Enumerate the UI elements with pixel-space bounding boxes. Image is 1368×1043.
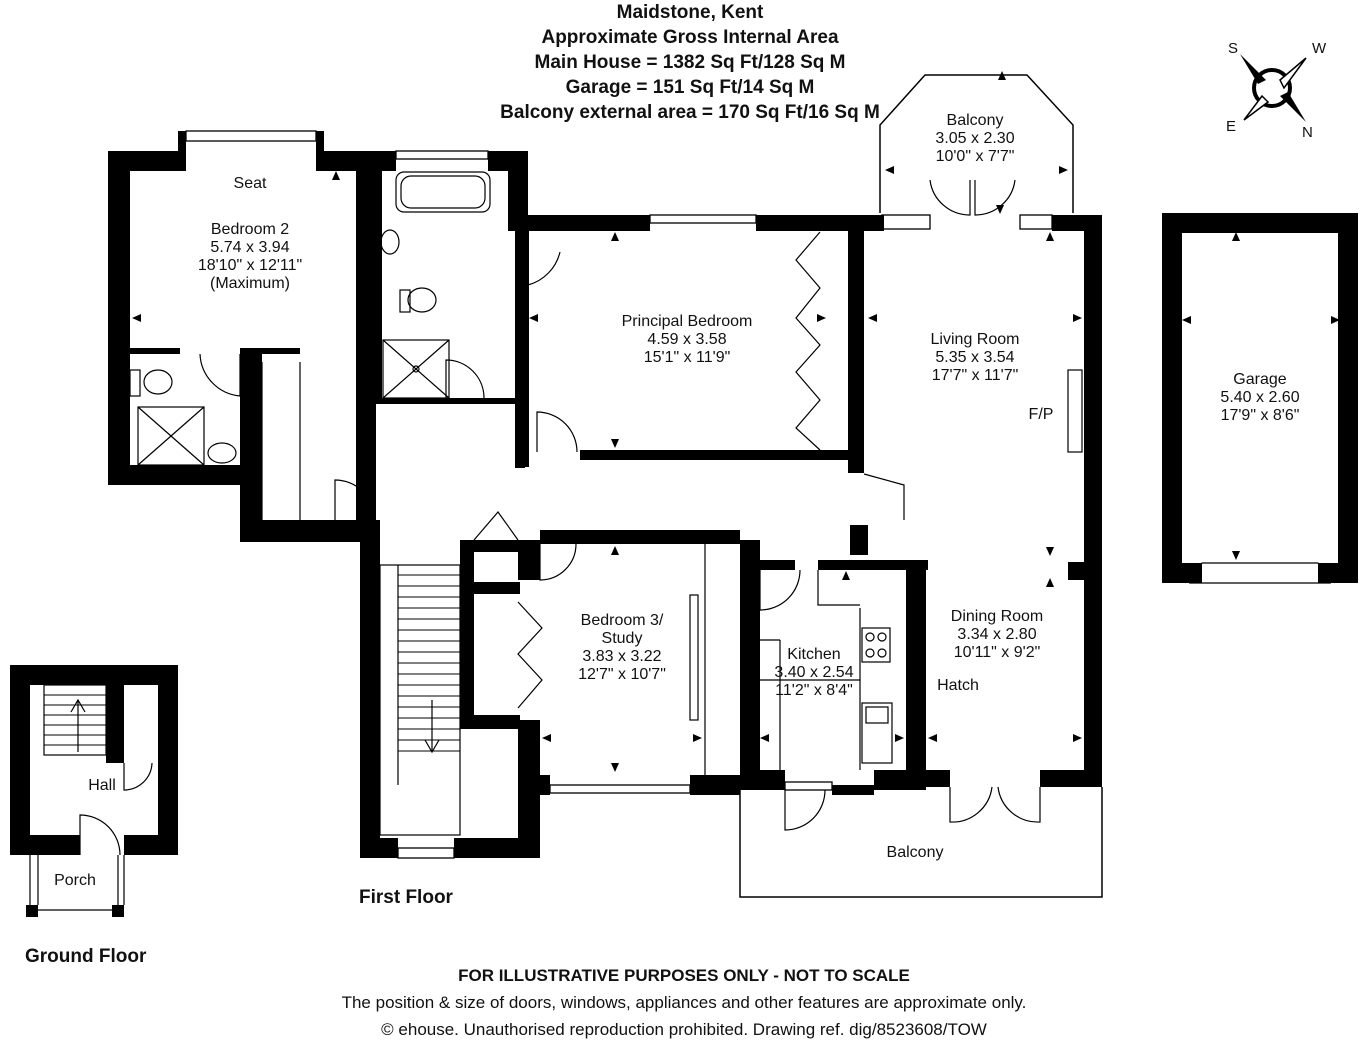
room-name: Bedroom 3/ (580, 612, 664, 629)
compass-w: W (1312, 40, 1327, 57)
room-imperial: 12'7" x 10'7" (578, 666, 666, 683)
room-balcony-top: Balcony 3.05 x 2.30 10'0" x 7'7" (935, 112, 1014, 166)
stair-arrow (424, 700, 440, 754)
stair-treads (398, 574, 460, 752)
room-name: Living Room (930, 331, 1020, 348)
room-bedroom-2: Bedroom 2 5.74 x 3.94 18'10" x 12'11" (M… (198, 221, 302, 293)
ground-floor-structure (10, 665, 178, 917)
compass-s: S (1228, 40, 1239, 57)
balcony-outlines (739, 74, 1103, 898)
room-name: Garage (1233, 371, 1287, 388)
compass-rose (1240, 54, 1307, 122)
room-metric: 3.40 x 2.54 (774, 664, 854, 681)
fireplace-label: F/P (1028, 406, 1054, 423)
room-name: Principal Bedroom (621, 313, 753, 330)
room-metric: 3.83 x 3.22 (582, 648, 662, 665)
room-porch: Porch (54, 872, 96, 889)
room-note: (Maximum) (209, 275, 290, 292)
room-imperial: 17'7" x 11'7" (931, 367, 1019, 384)
main-house-area: Main House = 1382 Sq Ft/128 Sq M (534, 52, 846, 73)
room-name: Bedroom 2 (210, 221, 290, 238)
room-metric: 5.40 x 2.60 (1220, 389, 1300, 406)
room-balcony-bottom: Balcony (886, 844, 944, 861)
room-name: Dining Room (950, 608, 1044, 625)
compass-n: N (1302, 124, 1313, 141)
room-principal-bedroom: Principal Bedroom 4.59 x 3.58 15'1" x 11… (622, 313, 753, 367)
room-metric: 4.59 x 3.58 (647, 331, 727, 348)
room-living-room: Living Room 5.35 x 3.54 17'7" x 11'7" (931, 331, 1020, 385)
room-bedroom-3: Bedroom 3/ Study 3.83 x 3.22 12'7" x 10'… (578, 612, 666, 684)
doors (199, 179, 1041, 831)
room-imperial: 10'11" x 9'2" (953, 644, 1041, 661)
room-dining-room: Dining Room 3.34 x 2.80 10'11" x 9'2" (951, 608, 1043, 662)
balcony-area: Balcony external area = 170 Sq Ft/16 Sq … (500, 102, 880, 123)
room-name-2: Study (601, 630, 643, 647)
walls (108, 131, 1102, 858)
room-imperial: 11'2" x 8'4" (775, 682, 853, 699)
room-kitchen: Kitchen 3.40 x 2.54 11'2" x 8'4" (774, 646, 853, 700)
garage-structure (1162, 213, 1358, 584)
room-garage: Garage 5.40 x 2.60 17'9" x 8'6" (1220, 371, 1299, 425)
room-imperial: 17'9" x 8'6" (1220, 407, 1300, 424)
hatch-label: Hatch (937, 677, 979, 694)
compass-e: E (1226, 118, 1237, 135)
copyright: © ehouse. Unauthorised reproduction proh… (381, 1020, 987, 1039)
room-name: Kitchen (787, 646, 841, 663)
plan-header: Maidstone, Kent Approximate Gross Intern… (380, 0, 1000, 125)
dimension-markers (132, 71, 1340, 772)
room-metric: 3.05 x 2.30 (935, 130, 1015, 147)
disclaimer: FOR ILLUSTRATIVE PURPOSES ONLY - NOT TO … (458, 966, 910, 985)
area-title: Approximate Gross Internal Area (541, 27, 839, 48)
room-imperial: 15'1" x 11'9" (643, 349, 731, 366)
room-imperial: 18'10" x 12'11" (197, 257, 303, 274)
room-metric: 3.34 x 2.80 (957, 626, 1037, 643)
location-title: Maidstone, Kent (616, 2, 764, 23)
room-metric: 5.74 x 3.94 (210, 239, 290, 256)
room-imperial: 10'0" x 7'7" (935, 148, 1015, 165)
room-name: Balcony (946, 112, 1004, 129)
fittings (129, 171, 1083, 836)
first-floor-label: First Floor (359, 887, 453, 908)
garage-area: Garage = 151 Sq Ft/14 Sq M (565, 77, 815, 98)
windows (185, 130, 1053, 859)
seat-label: Seat (233, 175, 267, 192)
ground-floor-label: Ground Floor (25, 946, 147, 967)
plan-footer: FOR ILLUSTRATIVE PURPOSES ONLY - NOT TO … (0, 962, 1368, 1043)
accuracy-note: The position & size of doors, windows, a… (341, 993, 1027, 1012)
room-hall: Hall (88, 777, 116, 794)
room-metric: 5.35 x 3.54 (935, 349, 1015, 366)
